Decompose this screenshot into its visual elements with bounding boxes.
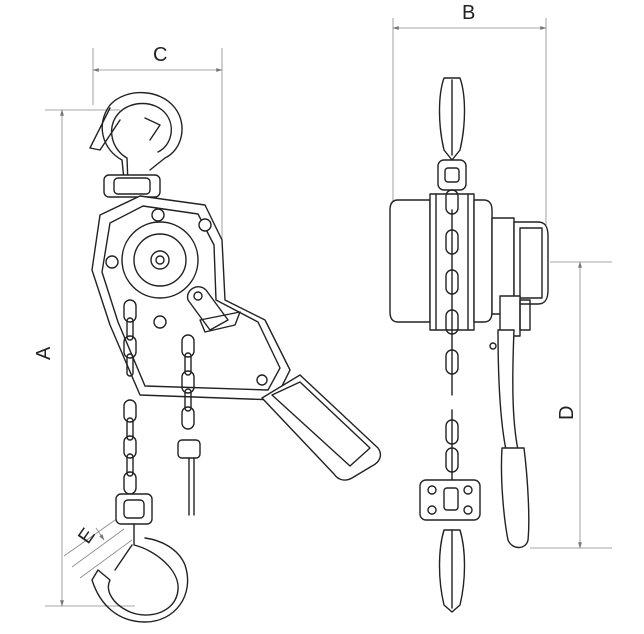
hand-chain-right — [177, 334, 201, 516]
side-lever-arm — [489, 295, 531, 549]
load-chain-left — [123, 299, 137, 495]
lever-handle — [261, 374, 382, 481]
side-body — [389, 193, 549, 331]
top-hook — [89, 91, 183, 198]
dimension-label-d: D — [556, 406, 578, 420]
side-top-hook — [437, 77, 467, 191]
side-chain — [445, 189, 459, 481]
dimension-lines — [45, 18, 612, 607]
front-view — [89, 91, 382, 623]
side-bottom-hook — [419, 479, 481, 613]
side-view — [389, 77, 549, 613]
bottom-hook — [91, 493, 189, 623]
hoist-body — [91, 195, 291, 401]
dimension-label-c: C — [153, 44, 167, 66]
dimension-label-a: A — [33, 346, 55, 360]
dimension-label-e: E — [74, 524, 100, 548]
dimension-label-b: B — [462, 2, 475, 24]
